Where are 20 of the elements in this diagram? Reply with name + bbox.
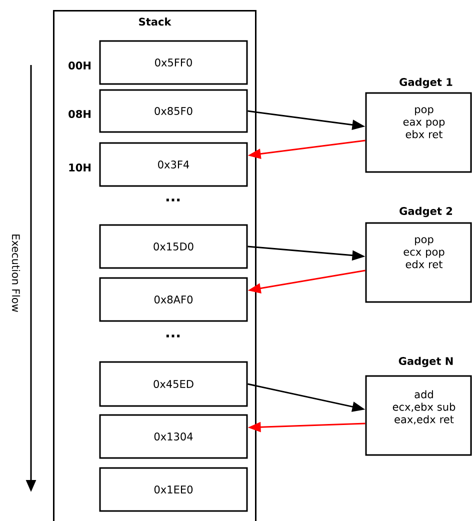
node-label: Gadget 2: [400, 206, 452, 218]
ellipsis: ...: [166, 198, 180, 202]
stack-cell: 0x3F4: [99, 142, 248, 187]
ellipsis: ...: [166, 334, 180, 338]
stack-cell: 0x85F0: [99, 89, 248, 133]
stack-cell: 0x45ED: [99, 361, 248, 407]
node-label: Gadget N: [398, 356, 453, 368]
axis-label: Execution Flow: [12, 234, 20, 312]
gadget-box: Gadget 2 pop ecx pop edx ret: [365, 206, 472, 303]
node-label: Gadget 1: [400, 78, 452, 88]
address-label: 10H: [69, 164, 90, 172]
gadget-box: Gadget N add ecx,ebx sub eax,edx ret: [365, 356, 472, 456]
address-label: 00H: [68, 62, 90, 70]
stack-cell: 0x8AF0: [99, 277, 248, 322]
gadget-box: Gadget 1 pop eax pop ebx ret: [365, 78, 472, 173]
stack-cell: 0x5FF0: [99, 40, 248, 85]
stack-cell: 0x1304: [99, 414, 248, 459]
stack-cell: 0x1EE0: [99, 467, 248, 512]
address-label: 08H: [68, 110, 90, 118]
stack-cell: 0x15D0: [99, 224, 248, 269]
